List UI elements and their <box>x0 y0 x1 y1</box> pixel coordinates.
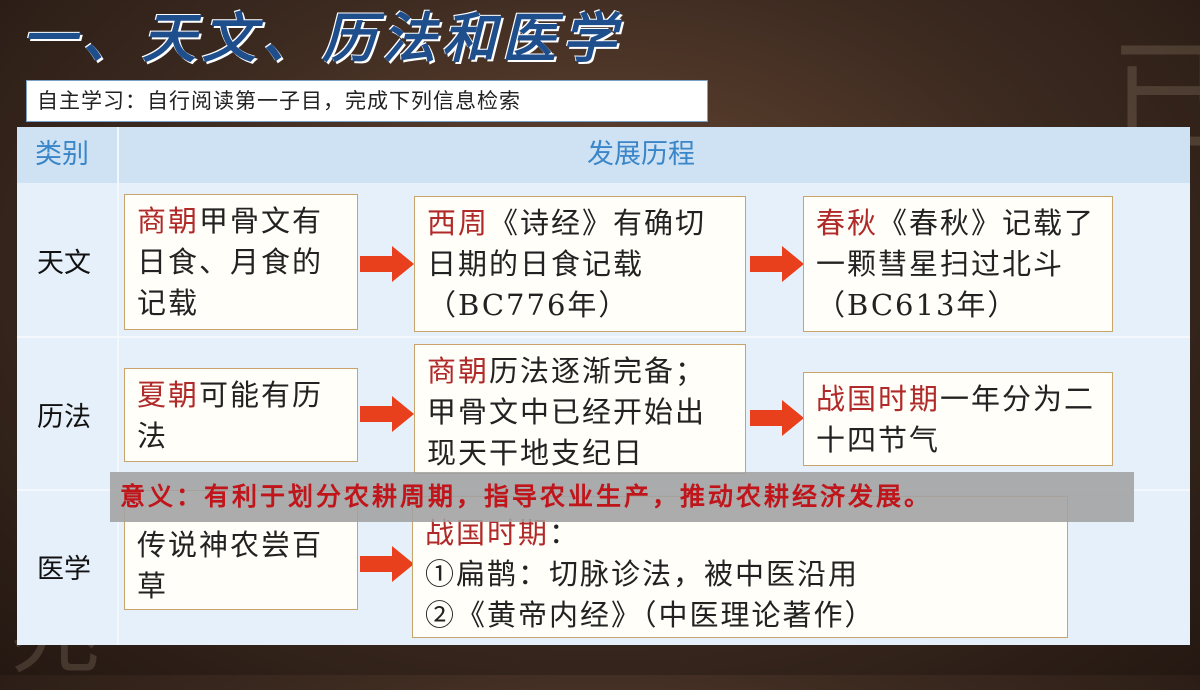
right-arrow-icon <box>750 400 804 436</box>
category-label: 医学 <box>37 554 91 585</box>
significance-banner: 意义：有利于划分农耕周期，指导农业生产，推动农耕经济发展。 <box>110 472 1134 522</box>
page-title: 一、天文、历法和医学 <box>22 7 622 70</box>
right-arrow-icon <box>750 246 804 282</box>
category-label: 历法 <box>37 402 91 433</box>
info-box: 西周《诗经》有确切日期的日食记载（BC776年） <box>414 196 746 332</box>
box-text: 一年分为二十四节气 <box>816 382 1096 457</box>
highlight-text: 西周 <box>427 206 490 240</box>
instruction-box: 自主学习：自行阅读第一子目，完成下列信息检索 <box>26 80 708 122</box>
box-text: 历法逐渐完备；甲骨文中已经开始出现天干地支纪日 <box>427 354 707 470</box>
info-box: 商朝甲骨文有日食、月食的记载 <box>124 194 358 330</box>
highlight-text: 商朝 <box>137 204 200 238</box>
info-box: 战国时期一年分为二十四节气 <box>803 372 1113 466</box>
highlight-text: 商朝 <box>427 354 490 388</box>
box-text: ①扁鹊：切脉诊法，被中医沿用 <box>425 557 860 591</box>
header-category: 类别 <box>35 139 89 170</box>
row-divider <box>17 336 1190 338</box>
box-text: ②《黄帝内经》（中医理论著作） <box>425 598 876 632</box>
box-text: 甲骨文有日食、月食的记载 <box>137 204 324 320</box>
box-text: 传说神农尝百草 <box>137 528 324 603</box>
highlight-text: 夏朝 <box>137 378 200 412</box>
info-box: 春秋《春秋》记载了一颗彗星扫过北斗（BC613年） <box>803 196 1113 332</box>
right-arrow-icon <box>360 246 414 282</box>
box-text: 《春秋》记载了一颗彗星扫过北斗（BC613年） <box>816 206 1096 322</box>
box-text: 可能有历法 <box>137 378 324 453</box>
box-text: 《诗经》有确切日期的日食记载（BC776年） <box>427 206 707 322</box>
info-box: 夏朝可能有历法 <box>124 368 358 462</box>
category-label: 天文 <box>37 248 91 279</box>
right-arrow-icon <box>360 396 414 432</box>
highlight-text: 战国时期 <box>816 382 941 416</box>
header-development: 发展历程 <box>587 139 695 170</box>
right-arrow-icon <box>360 546 414 582</box>
highlight-text: 春秋 <box>816 206 879 240</box>
info-box: 商朝历法逐渐完备；甲骨文中已经开始出现天干地支纪日 <box>414 344 746 474</box>
table-header-row: 类别 发展历程 <box>17 127 1190 183</box>
